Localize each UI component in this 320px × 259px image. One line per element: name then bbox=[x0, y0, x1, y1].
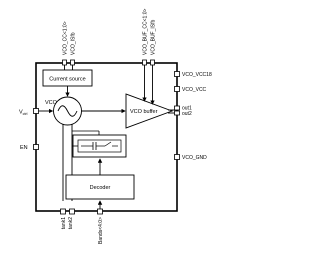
pin-label-vco-isfb: VCO_ISfb bbox=[71, 32, 77, 55]
vco-label: VCO bbox=[45, 100, 58, 106]
pin-vctrl bbox=[33, 108, 39, 114]
pin-vco-buf-isfb bbox=[150, 59, 155, 66]
pin-label-vco-gnd: VCO_GND bbox=[182, 155, 207, 161]
decoder-block bbox=[65, 174, 135, 200]
pin-vco-gnd bbox=[174, 154, 180, 160]
vco-buffer-label: VCO buffer bbox=[130, 109, 158, 115]
current-source-label: Current source bbox=[49, 77, 85, 83]
pin-out2 bbox=[174, 110, 180, 116]
pin-label-en: EN bbox=[20, 145, 28, 151]
pin-tank1 bbox=[60, 208, 66, 215]
pin-label-out1: out1 bbox=[182, 106, 192, 112]
vco-buffer-block bbox=[125, 93, 174, 129]
pin-label-vco-vcc18: VCO_VCC18 bbox=[182, 72, 212, 78]
pin-label-vctrl: Vctrl bbox=[19, 110, 28, 116]
switch-blade bbox=[104, 141, 112, 147]
sine-wave-icon bbox=[57, 105, 78, 117]
pin-tank2 bbox=[69, 208, 75, 215]
right-pins: VCO_VCC18 VCO_VCC out1 out2 VCO_GND bbox=[174, 71, 212, 161]
pin-label-vco-buf-cc: VCO_BUF_CC<1:0> bbox=[143, 9, 149, 55]
pin-vco-cc bbox=[62, 59, 67, 66]
pin-label-tank2: tank2 bbox=[68, 217, 74, 229]
pin-vco-isfb bbox=[70, 59, 75, 66]
pin-label-vco-cc: VCO_CC<1:0> bbox=[63, 21, 69, 55]
pin-vco-buf-cc bbox=[142, 59, 147, 66]
pin-bands bbox=[97, 208, 103, 215]
pin-label-tank1: tank1 bbox=[61, 217, 67, 229]
vco-block-diagram: VCO_CC<1:0> VCO_ISfb VCO_BUF_CC<1:0> VCO… bbox=[19, 9, 212, 244]
decoder-label: Decoder bbox=[90, 185, 111, 191]
pin-label-out2: out2 bbox=[182, 111, 192, 117]
pin-out1 bbox=[174, 105, 180, 111]
pin-label-vco-buf-isfb: VCO_BUF_ISfb bbox=[151, 19, 157, 55]
pin-en bbox=[33, 144, 39, 150]
bottom-pins: tank1 tank2 Bands<4:0> bbox=[60, 208, 104, 244]
pin-label-bands: Bands<4:0> bbox=[98, 217, 104, 244]
pin-label-vco-vcc: VCO_VCC bbox=[182, 87, 207, 93]
chip-outline bbox=[35, 62, 178, 212]
top-pins: VCO_CC<1:0> VCO_ISfb VCO_BUF_CC<1:0> VCO… bbox=[62, 9, 157, 66]
pin-vco-vcc bbox=[174, 86, 180, 92]
pin-vco-vcc18 bbox=[174, 71, 180, 77]
